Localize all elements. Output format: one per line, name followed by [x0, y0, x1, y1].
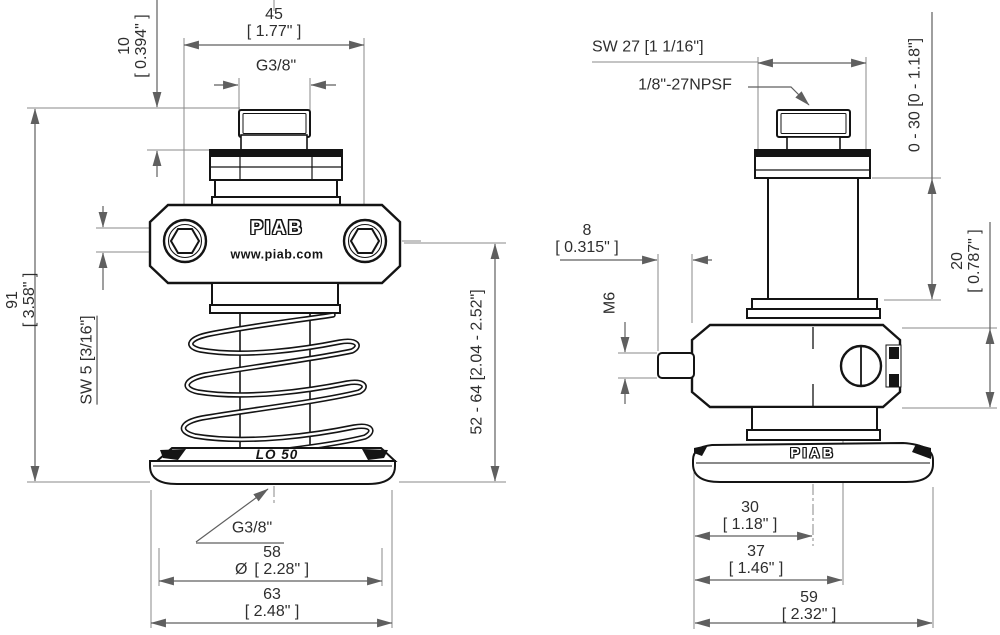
dimension-lines	[30, 0, 995, 628]
g38-top-label: G3/8"	[255, 57, 297, 75]
dim-8-in: [ 0.315" ]	[555, 239, 619, 256]
npsf-text: 1/8"-27NPSF	[638, 76, 732, 94]
dim-45-mm: 45	[265, 6, 283, 24]
dim-52-64: 52 - 64 [2.04 - 2.52"]	[468, 289, 487, 435]
dim-37-in: [ 1.46" ]	[728, 560, 784, 577]
right-suction-cup	[692, 441, 934, 483]
dim-58-in: [ 2.28" ]	[254, 561, 310, 578]
piab-logo-text: PIAB	[250, 217, 304, 239]
right-view-body	[657, 109, 902, 441]
spring	[180, 312, 374, 464]
dim-91-mm: 91	[4, 291, 22, 309]
cup-model-label: LO 50	[255, 446, 299, 462]
dim-0-30-label: 0 - 30 [0 - 1.18"]	[906, 37, 924, 153]
m6-stud	[657, 352, 695, 379]
right-cylinder	[767, 177, 859, 300]
right-hex-screw	[342, 218, 388, 264]
dim-20: 20 [ 0.787" ]	[949, 229, 984, 293]
left-hex-screw	[162, 218, 208, 264]
dim-0-30: 0 - 30 [0 - 1.18"]	[906, 37, 925, 153]
dim-63-mm: 63	[263, 586, 281, 604]
dim-20-in: [ 0.787" ]	[966, 229, 983, 293]
dim-63: 63 [ 2.48" ]	[244, 586, 300, 621]
dim-10-in: [ 0.394" ]	[133, 14, 150, 78]
left-mounting-block	[148, 203, 402, 285]
right-cup-logo: PIAB	[790, 444, 836, 461]
sw27-label: SW 27 [1 1/16"]	[592, 38, 704, 56]
extension-lines	[27, 38, 997, 629]
dim-52-64-label: 52 - 64 [2.04 - 2.52"]	[468, 289, 486, 435]
left-suction-cup	[149, 447, 398, 485]
dim-10-mm: 10	[116, 37, 134, 55]
dim-63-in: [ 2.48" ]	[244, 603, 300, 620]
dim-m6: M6	[601, 291, 620, 315]
dim-91: 91 [ 3.58" ]	[4, 272, 39, 328]
dim-g38-top: G3/8"	[255, 57, 297, 76]
dim-8: 8 [ 0.315" ]	[555, 222, 619, 257]
dim-59-in: [ 2.32" ]	[781, 606, 837, 623]
dim-30-in: [ 1.18" ]	[722, 516, 778, 533]
dim-sw27: SW 27 [1 1/16"]	[592, 38, 704, 57]
dim-30-mm: 30	[741, 499, 759, 517]
dim-58: 58 Ø [ 2.28" ]	[234, 544, 310, 579]
dim-45: 45 [ 1.77" ]	[246, 6, 302, 41]
piab-url: www.piab.com	[230, 248, 323, 261]
dim-sw5: SW 5 [3/16"]	[78, 315, 98, 405]
npsf-label: 1/8"-27NPSF	[638, 76, 732, 95]
dim-37: 37 [ 1.46" ]	[728, 543, 784, 578]
dim-8-mm: 8	[582, 222, 592, 240]
dim-91-in: [ 3.58" ]	[21, 272, 38, 328]
dim-10: 10 [ 0.394" ]	[116, 14, 151, 78]
dim-59-mm: 59	[800, 589, 818, 607]
piab-url-text: www.piab.com	[230, 247, 324, 262]
cup-model-text: LO 50	[255, 446, 299, 462]
dim-45-in: [ 1.77" ]	[246, 23, 302, 40]
left-view-body	[148, 109, 402, 449]
g38-bottom-label: G3/8"	[231, 519, 273, 537]
sw5-label: SW 5 [3/16"]	[78, 315, 98, 405]
dim-37-mm: 37	[747, 543, 765, 561]
m6-label: M6	[601, 291, 619, 315]
dim-30: 30 [ 1.18" ]	[722, 499, 778, 534]
dim-58-mm: 58	[263, 544, 281, 562]
dim-20-mm: 20	[949, 252, 967, 270]
piab-logo: PIAB	[250, 217, 304, 239]
diameter-symbol: Ø	[234, 561, 248, 578]
dim-59: 59 [ 2.32" ]	[781, 589, 837, 624]
dim-g38-bottom: G3/8"	[231, 519, 273, 538]
right-cup-logo-text: PIAB	[790, 444, 836, 461]
